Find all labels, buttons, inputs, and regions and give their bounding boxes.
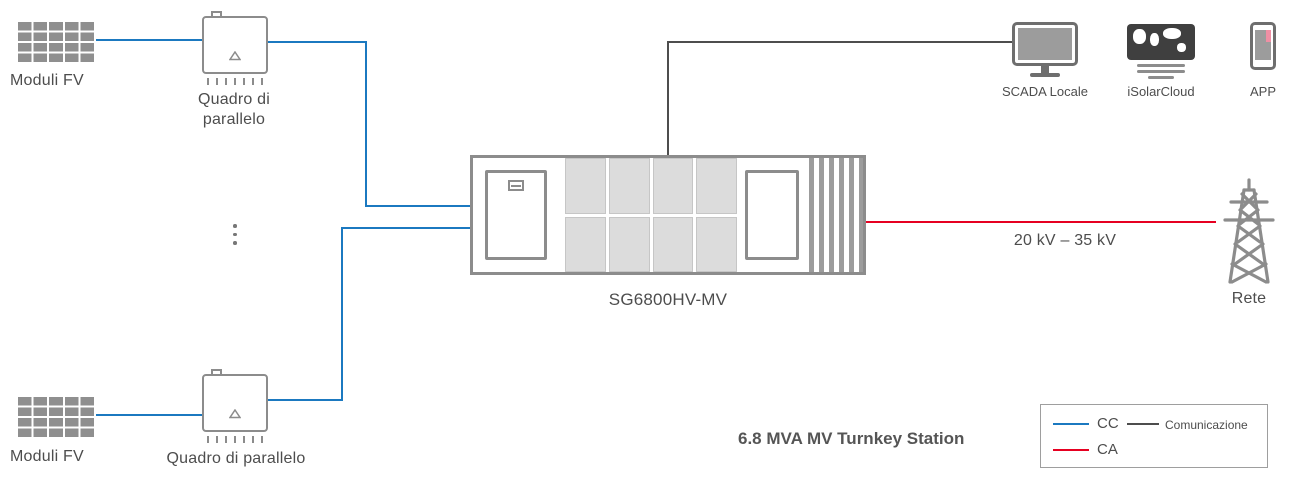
map-continent [1150, 33, 1159, 46]
station-panel [565, 158, 606, 214]
pv-array-label-bottom: Moduli FV [10, 448, 84, 465]
ellipsis-dot [233, 224, 237, 228]
station-panel [652, 216, 694, 272]
diagram-title: 6.8 MVA MV Turnkey Station [738, 429, 965, 448]
wire-cc-combinerbottom-station [268, 227, 470, 401]
more-units-ellipsis [233, 224, 237, 245]
station-panel [565, 216, 606, 272]
voltage-annotation: 20 kV – 35 kV [1013, 232, 1117, 249]
station-right-door [745, 170, 799, 260]
ellipsis-dot [233, 241, 237, 245]
cloud-base-bar [1137, 64, 1185, 67]
scada-monitor-icon [1012, 22, 1078, 66]
combiner-switch-tab [211, 369, 222, 376]
station-panel [608, 158, 650, 214]
map-continent [1163, 28, 1181, 39]
legend-comm-line [1127, 423, 1159, 425]
wire-cc-combinertop-station [268, 41, 470, 207]
grid-label: Rete [1231, 290, 1267, 307]
station-panel [696, 158, 737, 214]
combiner-label-bottom: Quadro di parallelo [166, 450, 306, 467]
monitor-base [1030, 73, 1060, 77]
transmission-tower-icon [1223, 178, 1275, 284]
combiner-label-top: Quadro di parallelo [168, 90, 300, 130]
legend-ca-line [1053, 449, 1089, 451]
station-panel [652, 158, 694, 214]
pv-array-icon-top [18, 20, 96, 62]
combiner-label-top-line1: Quadro di [197, 91, 271, 108]
monitor-stand [1041, 66, 1049, 73]
combiner-box-bottom [202, 369, 268, 454]
pv-array-label-top: Moduli FV [10, 72, 84, 89]
ellipsis-dot [233, 232, 237, 236]
station-label: SG6800HV-MV [608, 290, 728, 309]
station-panel [696, 216, 737, 272]
door-vent [508, 180, 524, 191]
isolarcloud-worldmap-icon [1127, 24, 1195, 60]
isolarcloud-label: iSolarCloud [1127, 84, 1195, 99]
station-panel-grid [565, 158, 737, 272]
wire-comm-station-scada [667, 41, 1012, 155]
legend-ca-label: CA [1097, 441, 1118, 458]
station-left-door [485, 170, 547, 260]
turnkey-station-illustration [470, 155, 866, 275]
combiner-box-outline [202, 16, 268, 74]
map-continent [1133, 29, 1146, 44]
station-panel [608, 216, 650, 272]
combiner-label-top-line2: parallelo [202, 111, 266, 128]
legend-comm-label: Comunicazione [1165, 418, 1248, 432]
legend: CC Comunicazione CA [1040, 404, 1268, 468]
combiner-box-top [202, 11, 268, 96]
combiner-terminals [207, 436, 264, 443]
legend-cc-label: CC [1097, 415, 1119, 432]
legend-cc-line [1053, 423, 1089, 425]
pv-array-icon-bottom [18, 395, 96, 437]
app-phone-icon [1250, 22, 1276, 70]
combiner-box-outline [202, 374, 268, 432]
cloud-base-bar [1148, 76, 1174, 79]
combiner-terminals [207, 78, 264, 85]
phone-app-accent [1266, 30, 1271, 42]
warning-triangle-icon [229, 409, 241, 419]
scada-label: SCADA Locale [1002, 84, 1088, 99]
station-louvers [809, 158, 863, 272]
warning-triangle-icon [229, 51, 241, 61]
app-label: APP [1249, 84, 1276, 99]
cloud-base-bar [1137, 70, 1185, 73]
combiner-switch-tab [211, 11, 222, 18]
map-continent [1177, 43, 1186, 52]
